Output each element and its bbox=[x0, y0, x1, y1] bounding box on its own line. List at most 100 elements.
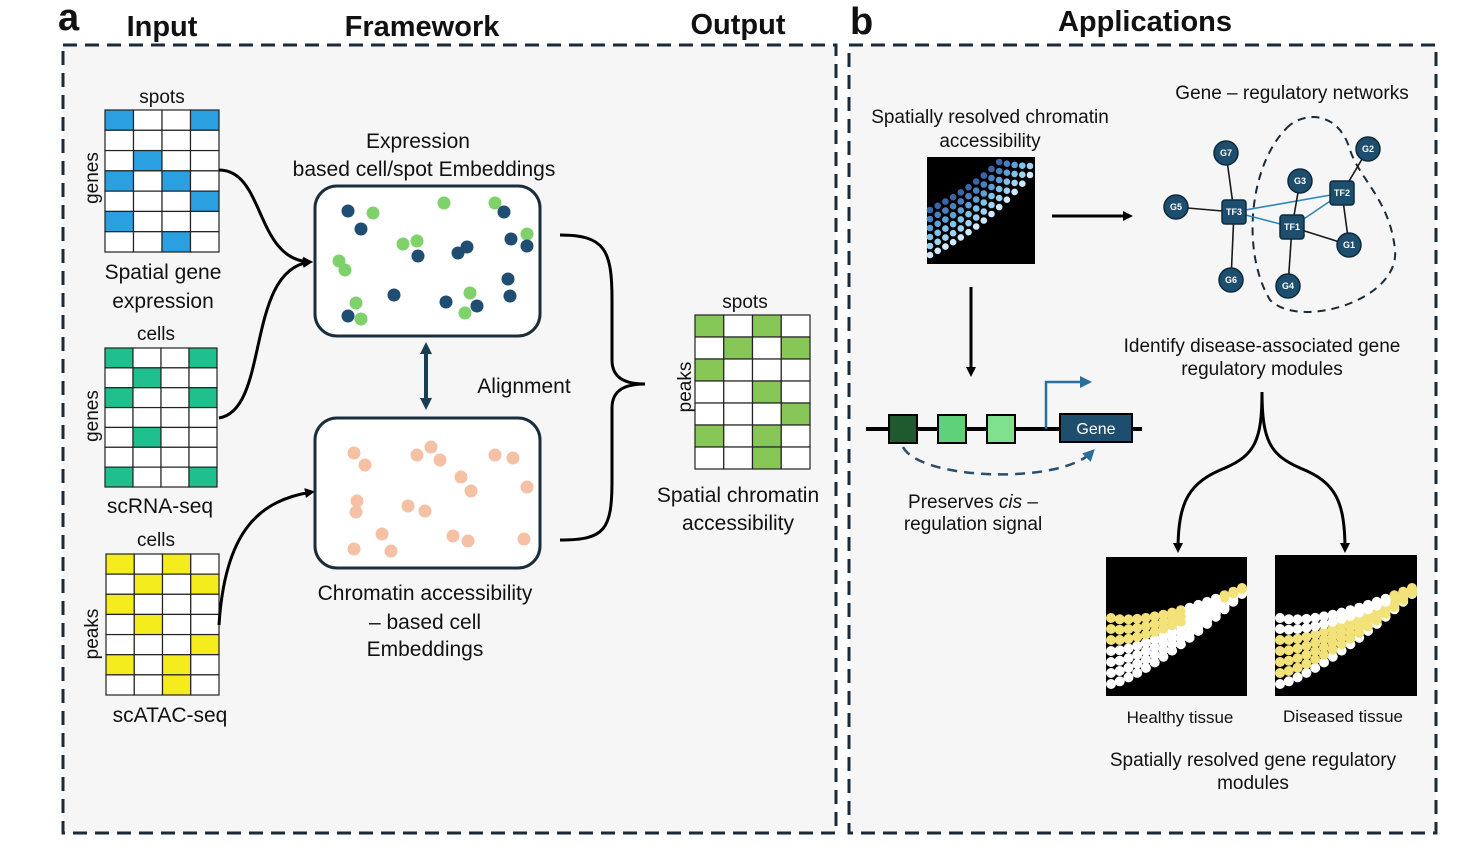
output-matrix-cell bbox=[780, 314, 811, 338]
grn-node-g1: G1 bbox=[1336, 232, 1362, 258]
matrix3-cell bbox=[190, 613, 220, 636]
gene-label: Gene bbox=[1076, 421, 1115, 438]
matrix-spatial-chromatin-output bbox=[694, 314, 811, 470]
spatial-chromatin-dot bbox=[957, 225, 965, 232]
diseased-tissue-label: Diseased tissue bbox=[1283, 707, 1403, 726]
output-matrix-cell bbox=[780, 336, 811, 360]
matrix3-cell bbox=[190, 654, 220, 676]
tissue-dot bbox=[1106, 668, 1116, 678]
tissue-dot bbox=[1132, 667, 1143, 678]
output-matrix-cell bbox=[694, 336, 725, 360]
spatial-chromatin-dot bbox=[942, 225, 949, 232]
matrix1-cell bbox=[161, 109, 192, 131]
chromatin-embedding-dot bbox=[446, 529, 460, 543]
tissue-dot bbox=[1106, 657, 1116, 667]
output-matrix-cell bbox=[723, 380, 754, 404]
modules-label-line2: modules bbox=[1217, 773, 1289, 794]
arrow-scatac-to-chromatin bbox=[217, 488, 315, 626]
matrix-scrna-seq bbox=[104, 347, 218, 488]
matrix1-cell bbox=[104, 190, 135, 213]
spatial-chromatin-dot bbox=[934, 211, 941, 219]
chromatin-embedding-dot bbox=[488, 448, 502, 462]
expression-embedding-dots bbox=[332, 196, 534, 326]
matrix3-cell bbox=[161, 654, 192, 676]
chromatin-embedding-dot bbox=[349, 505, 363, 519]
spatial-chromatin-dot bbox=[980, 181, 988, 188]
spatial-chromatin-dot bbox=[942, 198, 949, 205]
grn-node-label: TF1 bbox=[1284, 222, 1300, 232]
header-framework: Framework bbox=[345, 11, 501, 43]
spatial-chromatin-dot bbox=[957, 234, 965, 241]
chromatin-embedding-dot bbox=[454, 470, 468, 484]
matrix1-cell bbox=[104, 231, 135, 253]
tissue-dot bbox=[1301, 658, 1312, 669]
chromatin-embedding-dot bbox=[506, 451, 520, 465]
tissue-dot bbox=[1283, 635, 1294, 645]
tissue-dot bbox=[1149, 626, 1160, 637]
matrix1-cell bbox=[132, 190, 163, 213]
matrix2-cell bbox=[104, 347, 134, 369]
matrix3-cell bbox=[161, 613, 192, 636]
tissue-dot bbox=[1310, 621, 1321, 632]
output-matrix-cell bbox=[780, 380, 811, 404]
grn-node-g2: G2 bbox=[1355, 136, 1381, 162]
expression-embedding-dot bbox=[439, 295, 453, 309]
matrix2-cell bbox=[104, 367, 134, 389]
output-matrix-cell bbox=[780, 446, 811, 470]
matrix1-cell bbox=[132, 231, 163, 253]
tissue-dot bbox=[1114, 614, 1125, 625]
matrix1-cell bbox=[161, 210, 192, 233]
header-applications: Applications bbox=[1058, 6, 1232, 38]
matrix3-cell bbox=[105, 593, 135, 616]
expression-embedding-dot bbox=[349, 296, 363, 310]
chromatin-embedding-dot bbox=[384, 544, 398, 558]
grn-node-label: G1 bbox=[1343, 240, 1355, 250]
spatial-chromatin-dot bbox=[972, 178, 980, 185]
tissue-dot bbox=[1283, 624, 1294, 635]
matrix1-cell bbox=[189, 210, 220, 233]
output-matrix-cell bbox=[751, 446, 782, 470]
spatial-chromatin-dot bbox=[995, 203, 1003, 211]
spatial-chromatin-dot bbox=[1019, 171, 1026, 178]
grn-node-shape bbox=[1221, 199, 1247, 225]
output-matrix-cell bbox=[694, 446, 725, 470]
grn-module-outline bbox=[1251, 116, 1397, 313]
tissue-dot bbox=[1310, 637, 1321, 648]
tissue-dot bbox=[1114, 635, 1125, 645]
matrix1-cell bbox=[132, 210, 163, 233]
grn-node-shape bbox=[1336, 232, 1362, 258]
output-side-label: peaks bbox=[675, 362, 696, 413]
tissue-dot bbox=[1292, 633, 1303, 644]
spatial-chromatin-dot bbox=[934, 238, 941, 246]
grn-node-label: TF3 bbox=[1226, 207, 1242, 217]
output-matrix-cell bbox=[723, 336, 754, 360]
matrix1-cell bbox=[104, 129, 135, 152]
merge-brace bbox=[559, 233, 646, 542]
tissue-dot bbox=[1319, 626, 1329, 637]
transcription-start-arrow bbox=[1044, 376, 1092, 429]
spatial-chromatin-dot bbox=[995, 194, 1003, 202]
tissue-dot bbox=[1149, 657, 1160, 668]
tissue-dot bbox=[1319, 649, 1329, 660]
output-matrix-cell bbox=[751, 380, 782, 404]
tissue-dot bbox=[1327, 637, 1338, 648]
grn-node-shape bbox=[1279, 214, 1305, 240]
tissue-dot bbox=[1275, 624, 1285, 634]
matrix2-cell bbox=[132, 367, 162, 389]
output-matrix-cell bbox=[694, 402, 725, 426]
output-matrix-cell bbox=[694, 424, 725, 448]
expression-embedding-dot bbox=[503, 289, 517, 303]
output-matrix-cell bbox=[780, 424, 811, 448]
chromatin-embedding-dots bbox=[347, 440, 534, 558]
matrix1-cell bbox=[161, 129, 192, 152]
grn-node-shape bbox=[1218, 267, 1244, 293]
matrix2-cell bbox=[160, 347, 190, 369]
matrix3-cell bbox=[161, 573, 192, 595]
spatial-chromatin-dot bbox=[1011, 179, 1018, 187]
tissue-dot bbox=[1310, 646, 1321, 657]
spatial-chromatin-dot bbox=[995, 176, 1003, 184]
tissue-dot bbox=[1140, 637, 1151, 648]
tissue-dot bbox=[1301, 667, 1312, 678]
tissue-dot bbox=[1292, 662, 1303, 673]
chromatin-embedding-dot bbox=[461, 534, 475, 548]
